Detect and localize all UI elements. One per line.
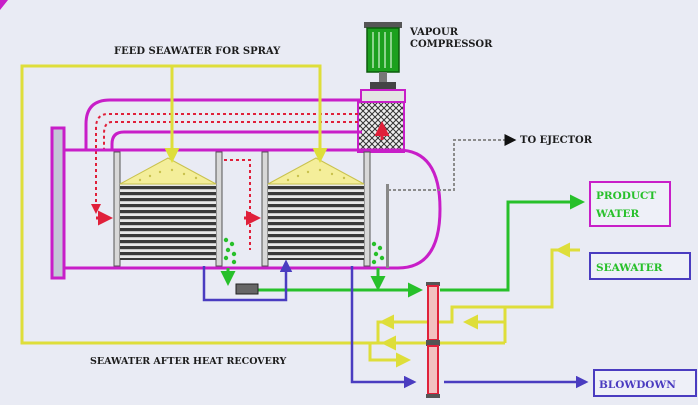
- product-water-label-1: PRODUCT: [596, 190, 656, 202]
- motor-fins: [372, 32, 392, 68]
- condensate-pools: [223, 237, 385, 265]
- compressor-casing: [360, 89, 406, 103]
- compressor-motor: [366, 27, 400, 73]
- seawater-box: [589, 252, 691, 280]
- product-pump: [235, 283, 259, 295]
- heat-exchangers: [426, 282, 440, 398]
- blowdown-label: BLOWDOWN: [599, 379, 676, 391]
- feed-seawater-label: FEED SEAWATER FOR SPRAY: [114, 46, 281, 57]
- compressor-flange: [370, 82, 396, 90]
- spray-fans: [119, 157, 365, 185]
- blowdown-lines: [202, 259, 589, 389]
- tube-bundle-2: [268, 184, 364, 260]
- product-water-label-2: WATER: [595, 208, 640, 220]
- vessel-baffle: [386, 184, 389, 268]
- vapour-duct: [84, 98, 362, 150]
- spray-droplets: [138, 168, 346, 182]
- seawater-after-heat-recovery-label: SEAWATER AFTER HEAT RECOVERY: [90, 356, 287, 367]
- vapour-compressor-label-2: COMPRESSOR: [410, 39, 493, 50]
- compressor-cap: [364, 22, 402, 28]
- tube-bundle-1: [120, 184, 216, 260]
- seawater-label: SEAWATER: [596, 262, 663, 274]
- vapour-compressor-label-1: VAPOUR: [409, 27, 459, 38]
- corner-mark: [0, 0, 8, 10]
- to-ejector-label: TO EJECTOR: [520, 135, 593, 146]
- blowdown-box: [593, 369, 697, 397]
- compressor-shaft: [379, 72, 387, 82]
- feed-seawater-lines: [20, 64, 580, 368]
- product-water-box: [589, 181, 671, 227]
- product-water-lines: [220, 194, 585, 298]
- ejector-line: [388, 134, 517, 191]
- evaporator-vessel: [50, 126, 442, 280]
